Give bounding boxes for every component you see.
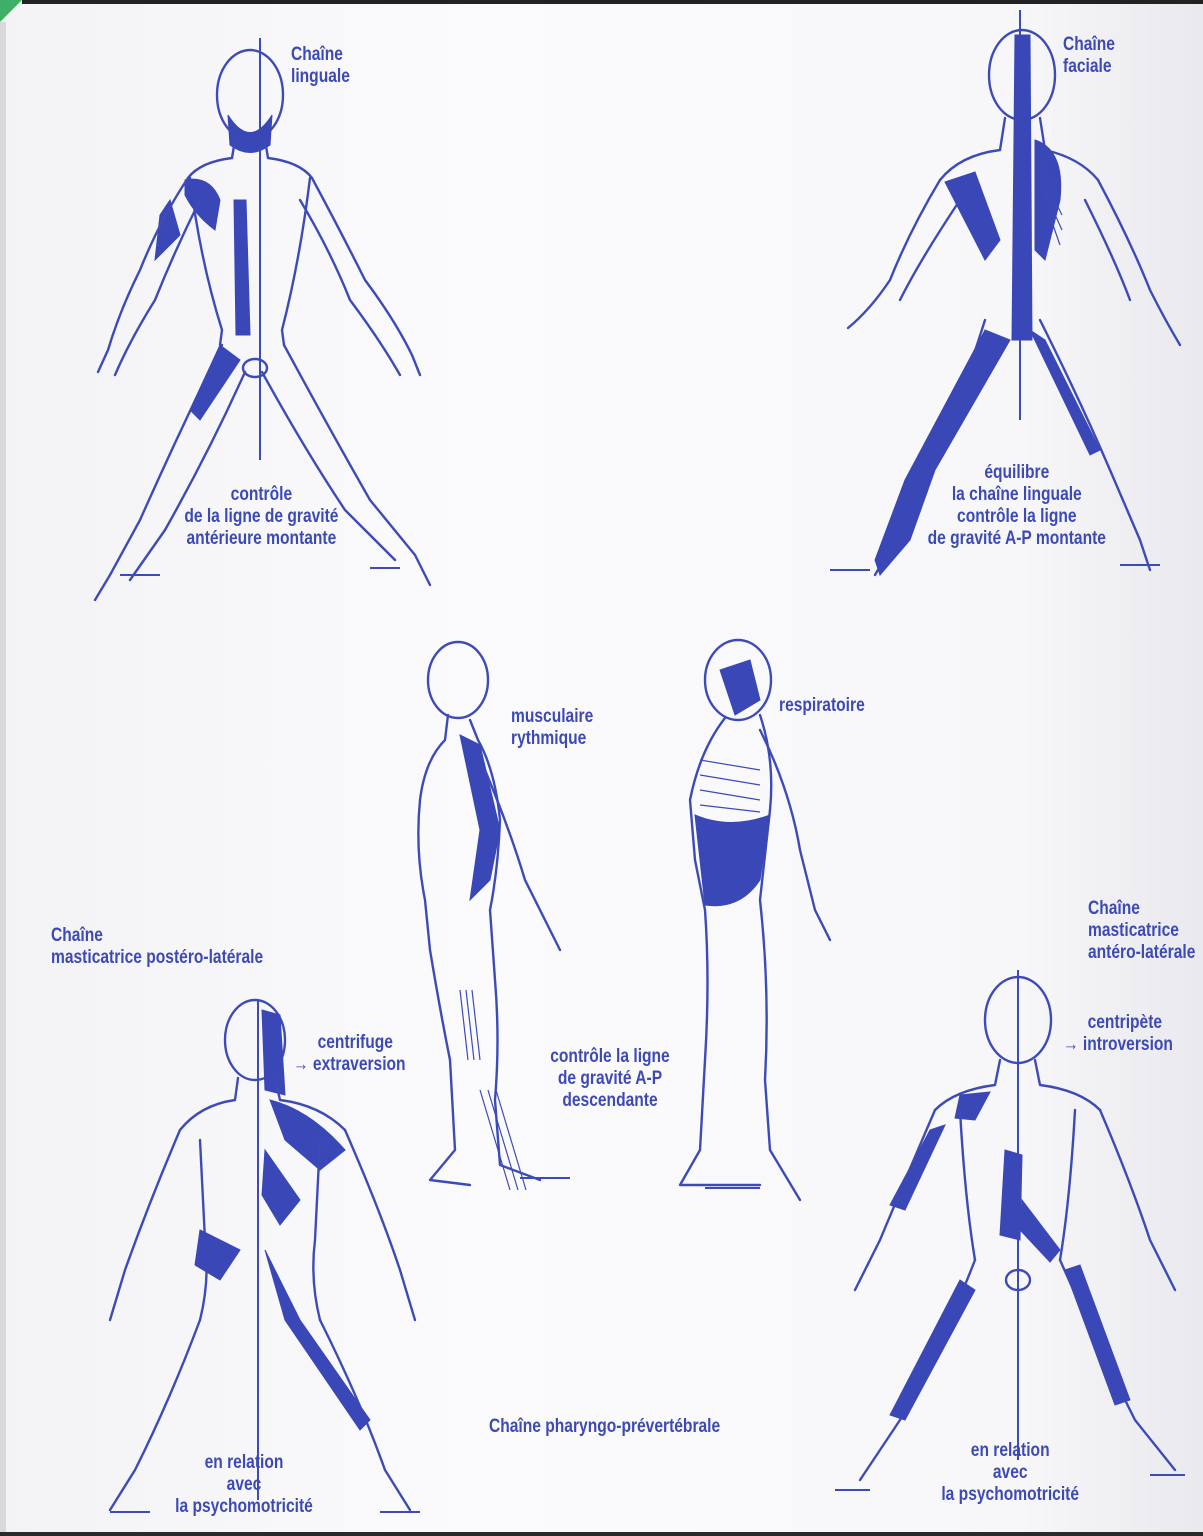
label-line: Chaîne — [51, 925, 263, 947]
label-controle-anterieure: contrôle de la ligne de gravité antérieu… — [163, 484, 360, 550]
figure-side-respiratory — [680, 640, 830, 1200]
label-line: en relation — [162, 1452, 326, 1474]
label-line: antéro-latérale — [1088, 942, 1195, 964]
label-centripete: centripète → introversion — [1063, 1012, 1173, 1056]
label-controle-descendante: contrôle la ligne de gravité A-P descend… — [528, 1046, 692, 1112]
label-chaine-faciale: Chaîne faciale — [1063, 34, 1115, 78]
label-line: contrôle — [163, 484, 360, 506]
label-relation-left: en relation avec la psychomotricité — [162, 1452, 326, 1518]
label-line: Chaîne — [291, 44, 350, 66]
label-chaine-pharyngo: Chaîne pharyngo-prévertébrale — [489, 1416, 720, 1438]
label-line: la psychomotricité — [920, 1484, 1100, 1506]
label-respiratoire: respiratoire — [779, 695, 865, 717]
label-line: centripète — [1063, 1012, 1173, 1034]
label-line: masticatrice — [1088, 920, 1195, 942]
label-line: faciale — [1063, 56, 1115, 78]
label-chaine-linguale: Chaîne linguale — [291, 44, 350, 88]
figure-back-postero-lateral — [110, 1000, 420, 1512]
label-line: contrôle la ligne — [528, 1046, 692, 1068]
label-chaine-postero-laterale: Chaîne masticatrice postéro-latérale — [51, 925, 263, 969]
label-line: descendante — [528, 1090, 692, 1112]
label-line: Chaîne pharyngo-prévertébrale — [489, 1416, 720, 1438]
label-line: avec — [920, 1462, 1100, 1484]
label-equilibre: équilibre la chaîne linguale contrôle la… — [902, 462, 1132, 550]
label-line: de gravité A-P — [528, 1068, 692, 1090]
label-line: respiratoire — [779, 695, 865, 717]
label-line: Chaîne — [1063, 34, 1115, 56]
label-line: musculaire — [511, 706, 593, 728]
label-line: avec — [162, 1474, 326, 1496]
label-musculaire-rythmique: musculaire rythmique — [511, 706, 593, 750]
label-relation-right: en relation avec la psychomotricité — [920, 1440, 1100, 1506]
label-line: → extraversion — [293, 1054, 406, 1076]
label-line: rythmique — [511, 728, 593, 750]
label-line: la psychomotricité — [162, 1496, 326, 1518]
label-chaine-antero-laterale: Chaîne masticatrice antéro-latérale — [1088, 898, 1195, 964]
label-line: la chaîne linguale — [902, 484, 1132, 506]
label-line: contrôle la ligne — [902, 506, 1132, 528]
label-line: Chaîne — [1088, 898, 1195, 920]
label-line: → introversion — [1063, 1034, 1173, 1056]
label-line: équilibre — [902, 462, 1132, 484]
label-line: antérieure montante — [163, 528, 360, 550]
label-line: en relation — [920, 1440, 1100, 1462]
label-line: masticatrice postéro-latérale — [51, 947, 263, 969]
label-line: linguale — [291, 66, 350, 88]
label-line: centrifuge — [293, 1032, 406, 1054]
label-line: de la ligne de gravité — [163, 506, 360, 528]
label-centrifuge: centrifuge → extraversion — [293, 1032, 406, 1076]
label-line: de gravité A-P montante — [902, 528, 1132, 550]
